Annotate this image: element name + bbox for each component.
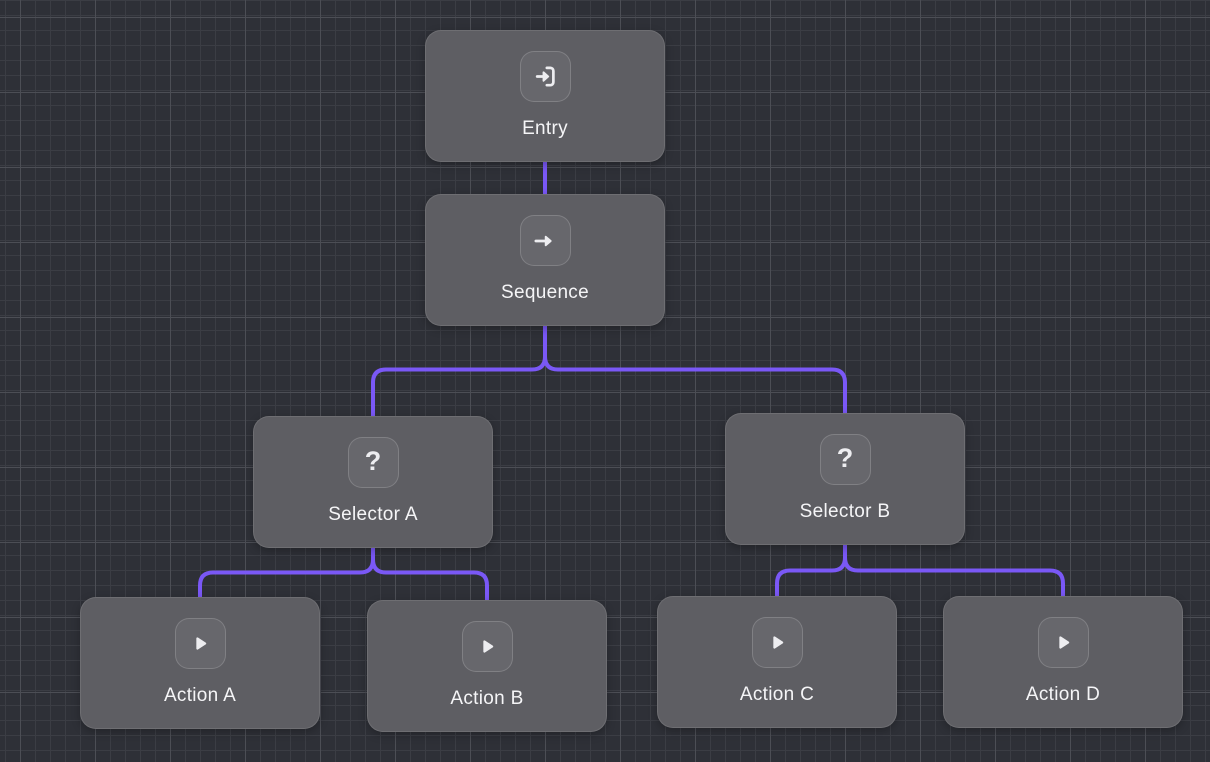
edge-selector-a-to-action-b bbox=[371, 546, 489, 602]
node-sequence[interactable]: Sequence bbox=[425, 194, 665, 326]
edge-sequence-to-selector-b bbox=[543, 324, 847, 415]
node-label: Action C bbox=[739, 684, 815, 705]
node-label: Selector B bbox=[799, 501, 891, 522]
log-in-icon bbox=[519, 51, 571, 102]
node-selector-b[interactable]: ? Selector B bbox=[725, 413, 965, 545]
node-label: Entry bbox=[522, 118, 568, 139]
play-icon bbox=[1037, 617, 1089, 668]
edge-sequence-to-selector-a bbox=[371, 324, 547, 418]
play-icon bbox=[174, 618, 226, 669]
question-mark-icon: ? bbox=[819, 434, 871, 485]
node-action-c[interactable]: Action C bbox=[657, 596, 897, 728]
edge-selector-a-to-action-a bbox=[198, 546, 375, 599]
node-action-d[interactable]: Action D bbox=[943, 596, 1183, 728]
node-action-b[interactable]: Action B bbox=[367, 600, 607, 732]
arrow-right-icon bbox=[519, 215, 571, 266]
node-label: Action D bbox=[1025, 684, 1101, 705]
node-selector-a[interactable]: ? Selector A bbox=[253, 416, 493, 548]
play-icon bbox=[461, 621, 513, 672]
node-label: Sequence bbox=[501, 282, 589, 303]
play-icon bbox=[751, 617, 803, 668]
edge-selector-b-to-action-d bbox=[843, 543, 1065, 598]
node-action-a[interactable]: Action A bbox=[80, 597, 320, 729]
node-label: Selector A bbox=[328, 504, 418, 525]
node-label: Action A bbox=[163, 685, 237, 706]
question-mark-icon: ? bbox=[347, 437, 399, 488]
question-mark-glyph: ? bbox=[364, 446, 382, 476]
edge-selector-b-to-action-c bbox=[775, 543, 847, 598]
node-label: Action B bbox=[450, 688, 524, 709]
question-mark-glyph: ? bbox=[836, 443, 854, 473]
node-entry[interactable]: Entry bbox=[425, 30, 665, 162]
